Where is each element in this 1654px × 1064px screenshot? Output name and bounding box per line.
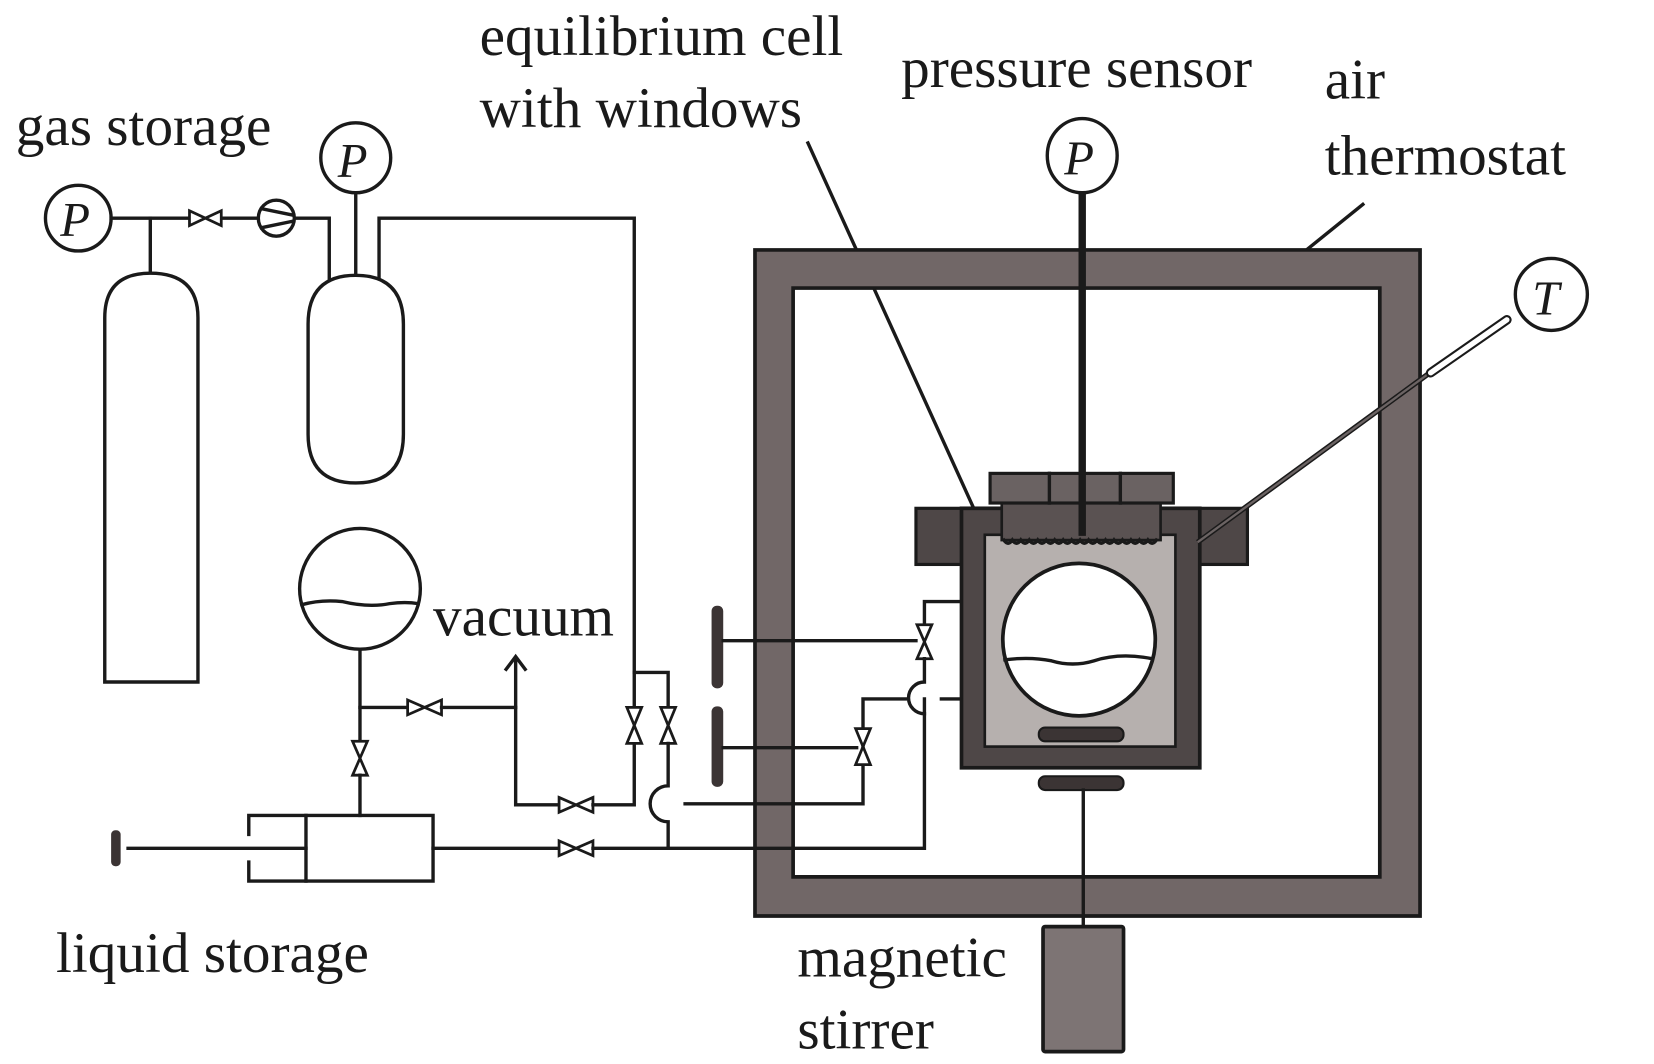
gauge-gas-cylinder: P xyxy=(43,183,113,253)
sight-window xyxy=(1000,561,1158,718)
label-stirrer: stirrer xyxy=(797,998,934,1059)
valve-vacuum-bottom[interactable] xyxy=(557,795,595,815)
stir-bar-outer xyxy=(1037,775,1125,792)
temperature-probe xyxy=(1196,315,1512,545)
magnetic-stirrer[interactable] xyxy=(1041,924,1126,1054)
pipe xyxy=(293,216,331,286)
liquid-reservoir-sphere xyxy=(297,526,423,651)
vacuum-arrow-icon xyxy=(503,653,528,672)
vacuum-line xyxy=(513,657,561,807)
pipe xyxy=(922,599,964,627)
gauge-cell-pressure: P xyxy=(1045,116,1119,195)
valve-liquid-feed[interactable] xyxy=(557,838,595,858)
valve-gas-to-cell-2[interactable] xyxy=(658,706,678,745)
label-liquid-storage: liquid storage xyxy=(56,922,369,985)
gas-cylinder xyxy=(103,271,200,684)
valve-sphere-syringe[interactable] xyxy=(350,739,370,777)
label-vacuum: vacuum xyxy=(433,585,614,648)
leader-equilibrium-cell xyxy=(805,140,982,524)
label-magnetic: magnetic xyxy=(797,926,1007,989)
pump-icon xyxy=(256,198,297,238)
label-thermostat: thermostat xyxy=(1325,125,1566,188)
pipe-crossover-cell xyxy=(906,657,927,716)
valve-gas-to-cell-1[interactable] xyxy=(624,706,644,745)
pipe-crossover xyxy=(648,741,670,849)
pipe xyxy=(632,670,670,710)
pipe xyxy=(591,741,636,807)
gauge-symbol-cell: P xyxy=(1063,132,1094,186)
valve-cell-upper[interactable] xyxy=(914,623,934,661)
label-gas-storage: gas storage xyxy=(16,95,272,158)
gauge-gas-reservoir: P xyxy=(319,121,393,195)
pipe xyxy=(861,697,908,731)
air-thermostat xyxy=(753,248,1422,918)
valve-handle-lower[interactable] xyxy=(711,706,724,787)
pipe xyxy=(377,216,636,710)
stir-bar-inner xyxy=(1037,726,1125,743)
gauge-temperature: T xyxy=(1513,256,1590,333)
syringe-pump xyxy=(111,813,435,883)
syringe-handle[interactable] xyxy=(111,830,121,867)
valve-handle-upper[interactable] xyxy=(711,605,724,689)
pipe-liquid-to-cell xyxy=(591,697,927,850)
valve-cell-lower[interactable] xyxy=(853,727,873,766)
valve-vacuum-sphere[interactable] xyxy=(406,697,443,717)
gas-reservoir xyxy=(306,273,406,485)
gauge-symbol-temperature: T xyxy=(1532,272,1562,326)
label-pressure-sensor: pressure sensor xyxy=(901,37,1252,100)
gauge-symbol-1: P xyxy=(59,193,90,247)
label-equilibrium-cell-2: with windows xyxy=(480,77,802,140)
gauge-symbol-2: P xyxy=(337,134,368,188)
valve-gas-line[interactable] xyxy=(188,208,223,228)
label-equilibrium-cell-1: equilibrium cell xyxy=(480,5,844,68)
label-air: air xyxy=(1325,48,1385,111)
